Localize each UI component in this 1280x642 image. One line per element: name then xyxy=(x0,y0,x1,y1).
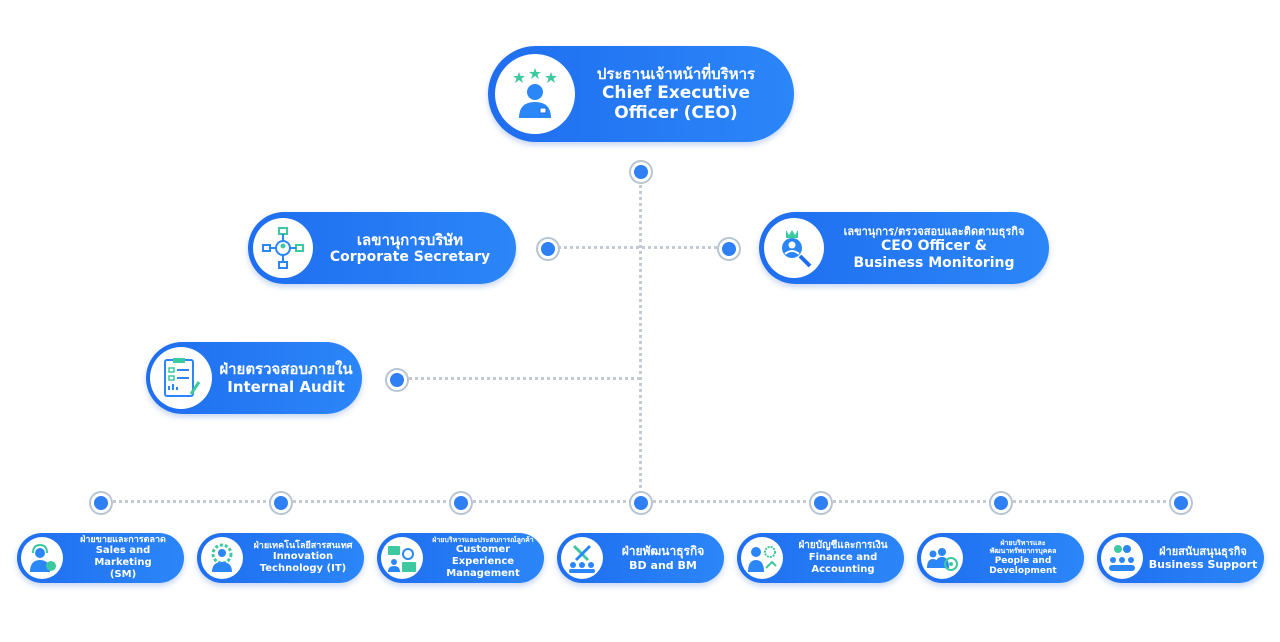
support-team-icon xyxy=(1109,545,1135,571)
dept-icon-circle xyxy=(381,537,423,579)
dept-icon-circle xyxy=(201,537,243,579)
dept-en-line1: Business Support xyxy=(1148,558,1258,571)
secretary-icon-circle xyxy=(253,218,313,278)
dept-thai-title-line2: พัฒนาทรัพยากรบุคคล xyxy=(989,547,1057,556)
ceo-officer-node: เลขานุการ/ตรวจสอบและติดตามธุรกิจ CEO Off… xyxy=(759,212,1049,284)
dept-en-line2: Technology (IT) xyxy=(259,563,347,575)
dept-dot xyxy=(271,493,291,513)
dept-thai-title: ฝ่ายสนับสนุนธุรกิจ xyxy=(1159,544,1247,558)
dept-en-line2: Management xyxy=(446,568,520,580)
crown-magnifier-icon xyxy=(782,230,812,268)
dept-dot xyxy=(1171,493,1191,513)
ceo-officer-thai-title: เลขานุการ/ตรวจสอบและติดตามธุรกิจ xyxy=(843,224,1025,238)
clipboard-checklist-icon xyxy=(164,358,201,397)
secretary-connector-dot xyxy=(538,239,558,259)
ceo-thai-title: ประธานเจ้าหน้าที่บริหาร xyxy=(596,64,756,83)
audit-icon-circle xyxy=(150,347,212,409)
dept-icon-circle xyxy=(21,537,63,579)
dept-en-line1: Innovation xyxy=(272,551,334,563)
dept-en-line1: BD and BM xyxy=(629,558,697,572)
department-node-business-support: ฝ่ายสนับสนุนธุรกิจ Business Support xyxy=(1097,533,1264,583)
main-vertical-connector xyxy=(639,178,642,500)
dept-thai-title: ฝ่ายบริหารและ xyxy=(1000,538,1046,547)
ceo-en-title-line1: Chief Executive xyxy=(601,82,751,103)
dept-en-line1: People and xyxy=(994,555,1052,566)
ceo-person-stars-icon xyxy=(513,68,557,118)
dept-en-line1: Finance and xyxy=(808,552,878,563)
finance-person-icon xyxy=(748,546,777,572)
dept-en-line1: Sales and Marketing xyxy=(94,545,152,569)
dept-icon-circle xyxy=(561,537,603,579)
ceo-en-title-line2: Officer (CEO) xyxy=(614,103,738,123)
dept-dot xyxy=(91,493,111,513)
dept-icon-circle xyxy=(1101,537,1143,579)
dept-thai-title: ฝ่ายพัฒนาธุรกิจ xyxy=(621,544,705,559)
corporate-secretary-node: เลขานุการบริษัท Corporate Secretary xyxy=(248,212,516,284)
audit-connector-dot xyxy=(387,370,407,390)
department-node-it: ฝ่ายเทคโนโลยีสารสนเทศ Innovation Technol… xyxy=(197,533,364,583)
ceo-connector-dot xyxy=(631,162,651,182)
department-node-bd-bm: ฝ่ายพัฒนาธุรกิจ BD and BM xyxy=(557,533,724,583)
secretary-connector xyxy=(553,246,728,249)
ceo-officer-icon-circle xyxy=(764,218,824,278)
dept-dot xyxy=(451,493,471,513)
audit-en-title: Internal Audit xyxy=(227,378,345,396)
ceo-officer-en-line1: CEO Officer & xyxy=(881,237,987,254)
dept-en-line1: Customer Experience xyxy=(451,544,515,568)
ceo-officer-en-line2: Business Monitoring xyxy=(853,254,1015,271)
audit-connector xyxy=(402,377,640,380)
gear-person-icon xyxy=(211,543,233,572)
dept-en-line2: (SM) xyxy=(109,569,137,581)
headset-person-icon xyxy=(30,543,56,572)
dept-en-line2: Accounting xyxy=(811,564,875,575)
dept-dot xyxy=(991,493,1011,513)
people-target-icon xyxy=(927,548,958,571)
dept-dot xyxy=(631,493,651,513)
dept-thai-title: ฝ่ายเทคโนโลยีสารสนเทศ xyxy=(253,540,353,551)
department-node-customer-experience: ฝ่ายบริหารและประสบการณ์ลูกค้า Customer E… xyxy=(377,533,544,583)
ceo-node: ประธานเจ้าหน้าที่บริหาร Chief Executive … xyxy=(488,46,794,142)
dept-thai-title: ฝ่ายขายและการตลาด xyxy=(80,534,166,545)
dept-icon-circle xyxy=(921,537,963,579)
secretary-en-title: Corporate Secretary xyxy=(329,248,491,265)
ceo-officer-connector-dot xyxy=(719,239,739,259)
tools-team-icon xyxy=(569,544,595,573)
ceo-icon-circle xyxy=(495,54,575,134)
secretary-thai-title: เลขานุการบริษัท xyxy=(356,230,464,249)
dept-thai-title: ฝ่ายบัญชีและการเงิน xyxy=(798,540,888,551)
audit-thai-title: ฝ่ายตรวจสอบภายใน xyxy=(219,360,353,378)
network-person-icon xyxy=(262,227,304,269)
dept-icon-circle xyxy=(741,537,783,579)
dept-dot xyxy=(811,493,831,513)
customer-gear-icon xyxy=(388,546,416,572)
internal-audit-node: ฝ่ายตรวจสอบภายใน Internal Audit xyxy=(146,342,362,414)
dept-en-line2: Development xyxy=(989,566,1057,577)
department-node-people-development: ฝ่ายบริหารและ พัฒนาทรัพยากรบุคคล People … xyxy=(917,533,1084,583)
dept-thai-title: ฝ่ายบริหารและประสบการณ์ลูกค้า xyxy=(432,535,534,544)
department-node-sales-marketing: ฝ่ายขายและการตลาด Sales and Marketing (S… xyxy=(17,533,184,583)
department-node-finance: ฝ่ายบัญชีและการเงิน Finance and Accounti… xyxy=(737,533,904,583)
